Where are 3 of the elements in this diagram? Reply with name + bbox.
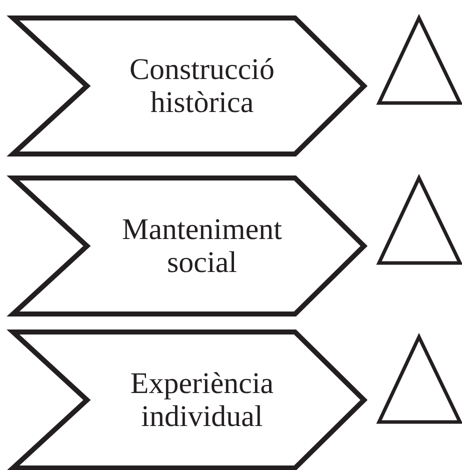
chevron-label: Manteniment social	[121, 213, 283, 279]
chevron-label: Experiència individual	[129, 367, 275, 433]
chevron-label: Construcció històrica	[128, 53, 276, 119]
